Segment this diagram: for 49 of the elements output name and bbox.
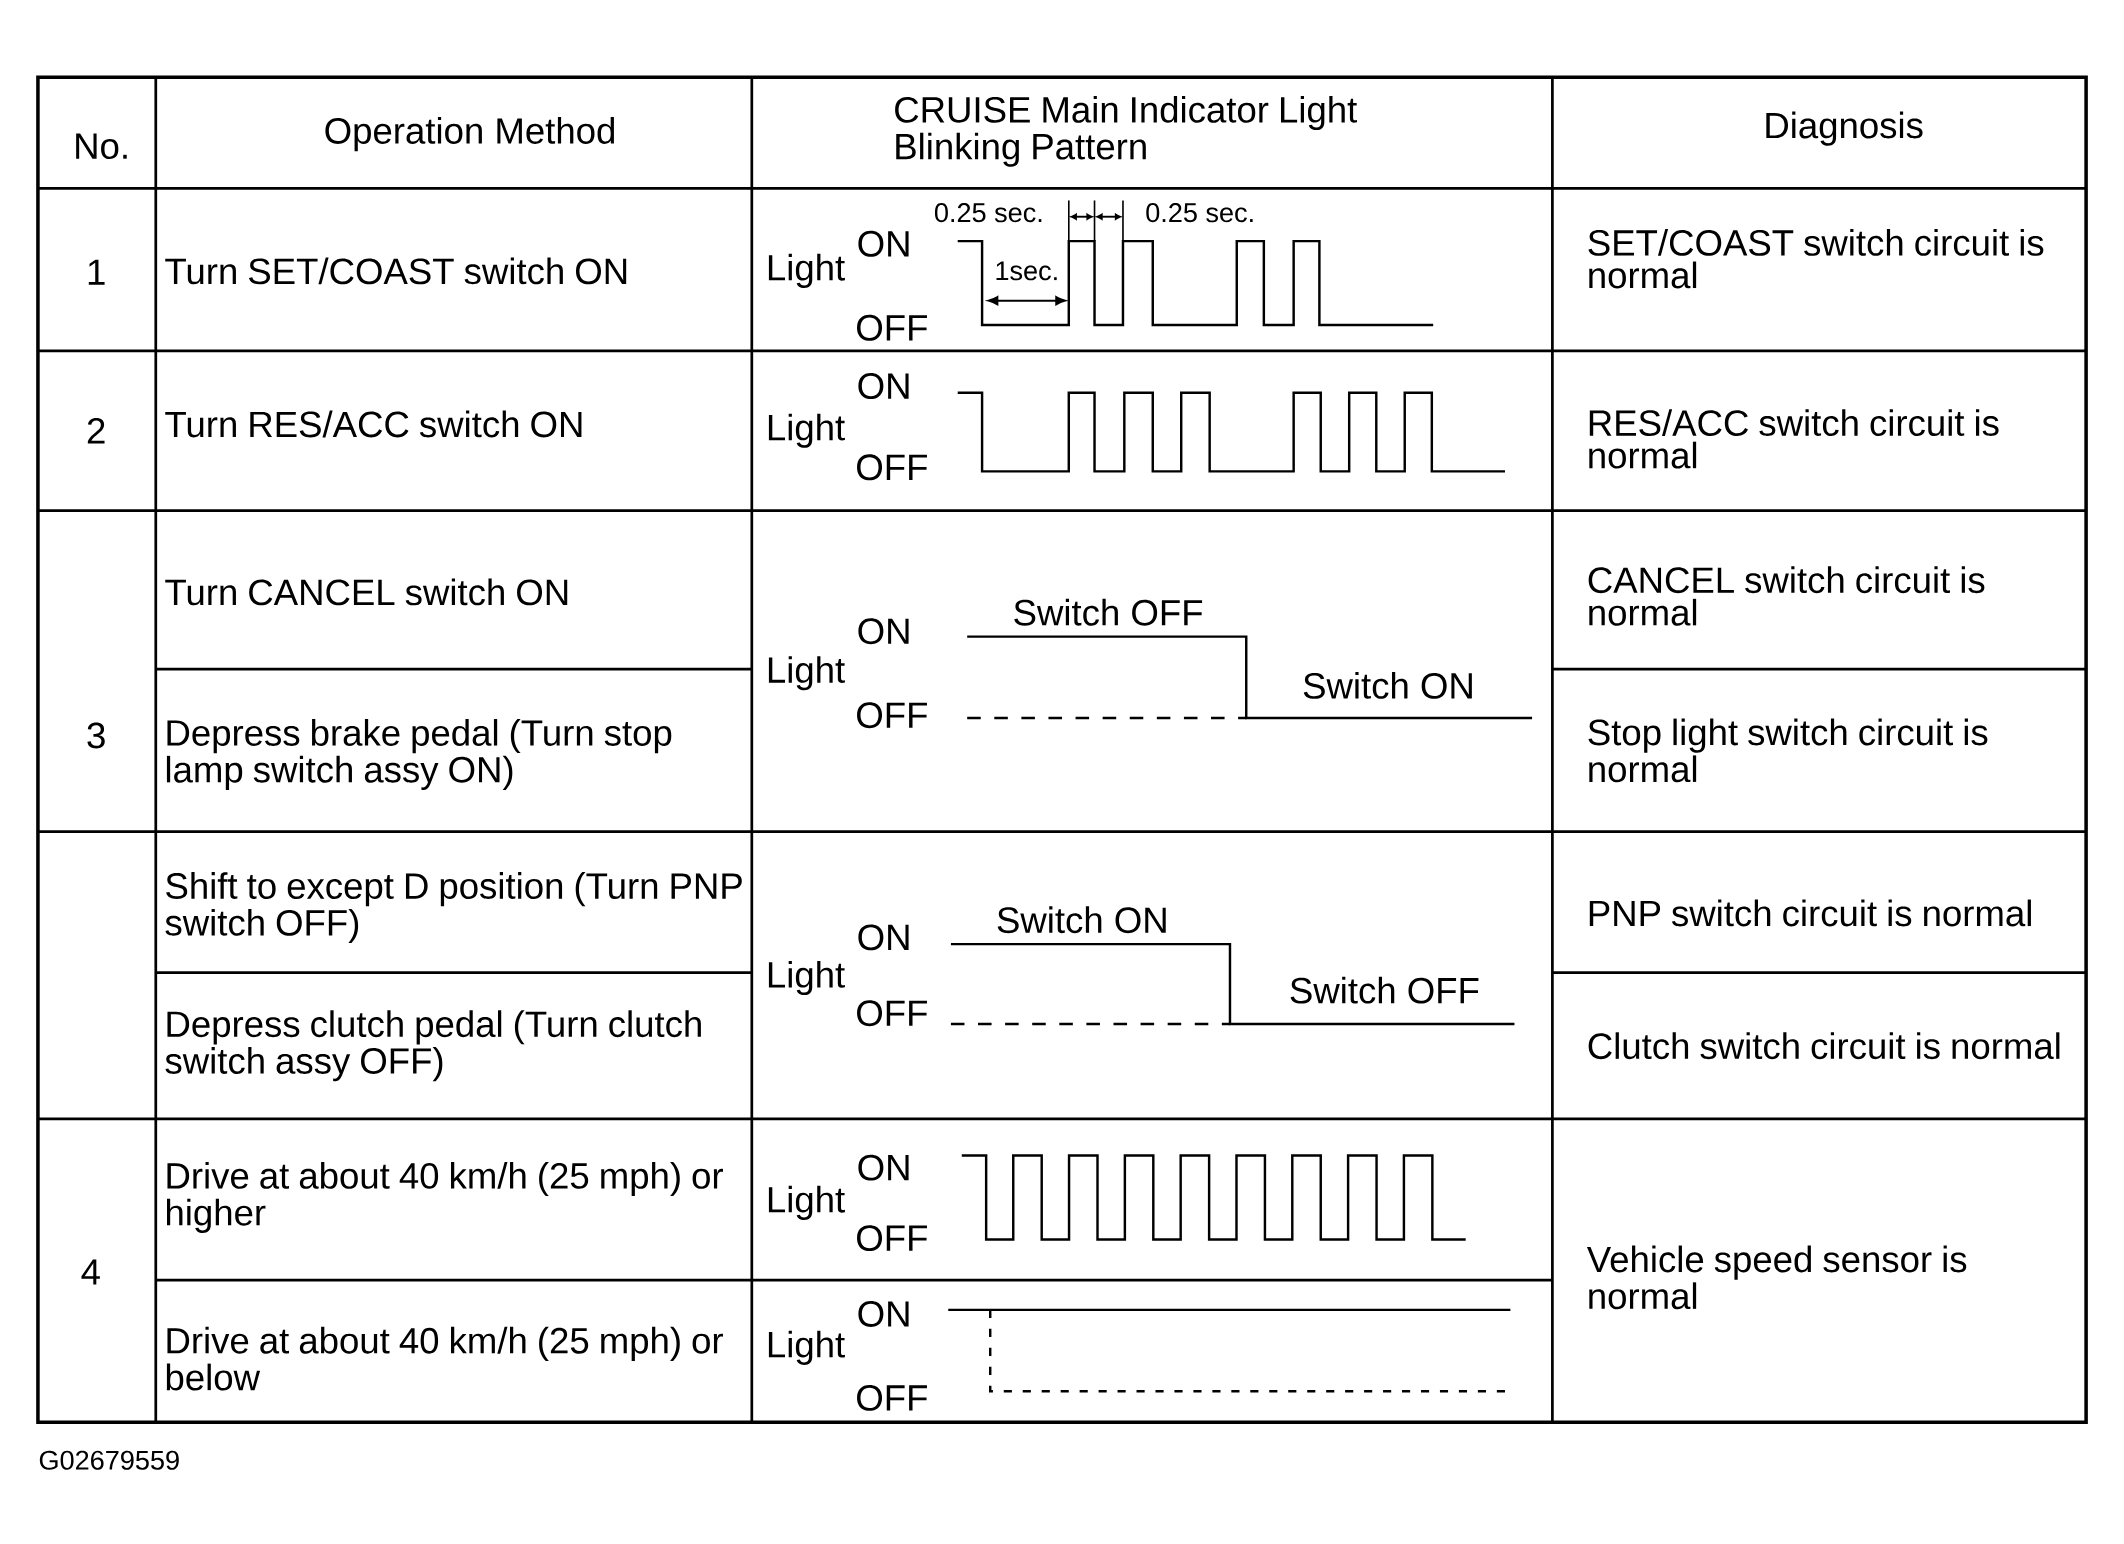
state-label: OFF bbox=[857, 1000, 927, 1027]
diagnosis-text: PNP switch circuit is normal bbox=[1589, 899, 2031, 927]
operation-text: Turn CANCEL switch ON bbox=[165, 578, 568, 606]
diagnosis-text: Clutch switch circuit is normal bbox=[1588, 1032, 2060, 1060]
header-text: No. bbox=[76, 133, 127, 159]
state-label: OFF bbox=[857, 1225, 927, 1251]
state-label: ON bbox=[858, 373, 909, 399]
header-text: CRUISE Main Indicator Light Blinking Pattern bbox=[895, 95, 1357, 167]
operation-text: Drive at about 40 km/h (25 mph) or below bbox=[166, 1326, 723, 1391]
operation-text: Depress clutch pedal (Turn clutch switch assy OFF) bbox=[165, 1010, 701, 1082]
diagnosis-text: Vehicle speed sensor is normal bbox=[1586, 1245, 1967, 1310]
axis-label: Light bbox=[768, 1330, 845, 1365]
state-label: ON bbox=[858, 618, 909, 645]
row-number: 2 bbox=[87, 417, 105, 444]
row-number: 3 bbox=[87, 722, 105, 749]
axis-label: Light bbox=[768, 413, 845, 448]
row-number: 4 bbox=[81, 1259, 100, 1285]
state-label: OFF bbox=[857, 314, 927, 341]
axis-label: Light bbox=[768, 960, 845, 995]
row-number: 1 bbox=[88, 259, 105, 285]
state-label: OFF bbox=[857, 702, 927, 729]
switch-state-label: Switch ON bbox=[1303, 671, 1472, 699]
operation-text: Depress brake pedal (Turn stop lamp switch assy ON) bbox=[166, 718, 672, 790]
diagnosis-text: RES/ACC switch circuit is normal bbox=[1589, 409, 1999, 469]
operation-text: Turn RES/ACC switch ON bbox=[165, 410, 582, 438]
operation-text: Drive at about 40 km/h (25 mph) or higher bbox=[167, 1161, 723, 1233]
header-text: Diagnosis bbox=[1766, 111, 1923, 146]
diagnosis-text: CANCEL switch circuit is normal bbox=[1588, 566, 1985, 626]
state-label: ON bbox=[858, 230, 909, 257]
switch-state-label: Switch OFF bbox=[1014, 598, 1203, 626]
operation-text: Turn SET/COAST switch ON bbox=[165, 257, 627, 285]
operation-text: Shift to except D position (Turn PNP switch OFF) bbox=[165, 872, 742, 943]
axis-label: Light bbox=[768, 253, 845, 288]
state-label: ON bbox=[858, 1154, 909, 1181]
header-text: Operation Method bbox=[325, 116, 614, 152]
switch-state-label: Switch ON bbox=[997, 906, 1166, 934]
diagnosis-text: SET/COAST switch circuit is normal bbox=[1588, 228, 2044, 289]
axis-label: Light bbox=[768, 656, 845, 691]
axis-label: Light bbox=[768, 1185, 845, 1220]
state-label: ON bbox=[858, 924, 909, 951]
diagnosis-text: Stop light switch circuit is normal bbox=[1588, 718, 1988, 783]
timing-label: 1sec. bbox=[996, 261, 1057, 281]
figure-code: G02679559 bbox=[39, 1450, 179, 1470]
state-label: ON bbox=[858, 1300, 909, 1327]
switch-state-label: Switch OFF bbox=[1290, 976, 1479, 1004]
state-label: OFF bbox=[857, 454, 927, 481]
timing-label: 0.25 sec. bbox=[934, 202, 1042, 223]
timing-label: 0.25 sec. bbox=[1146, 202, 1253, 223]
state-label: OFF bbox=[857, 1384, 927, 1411]
